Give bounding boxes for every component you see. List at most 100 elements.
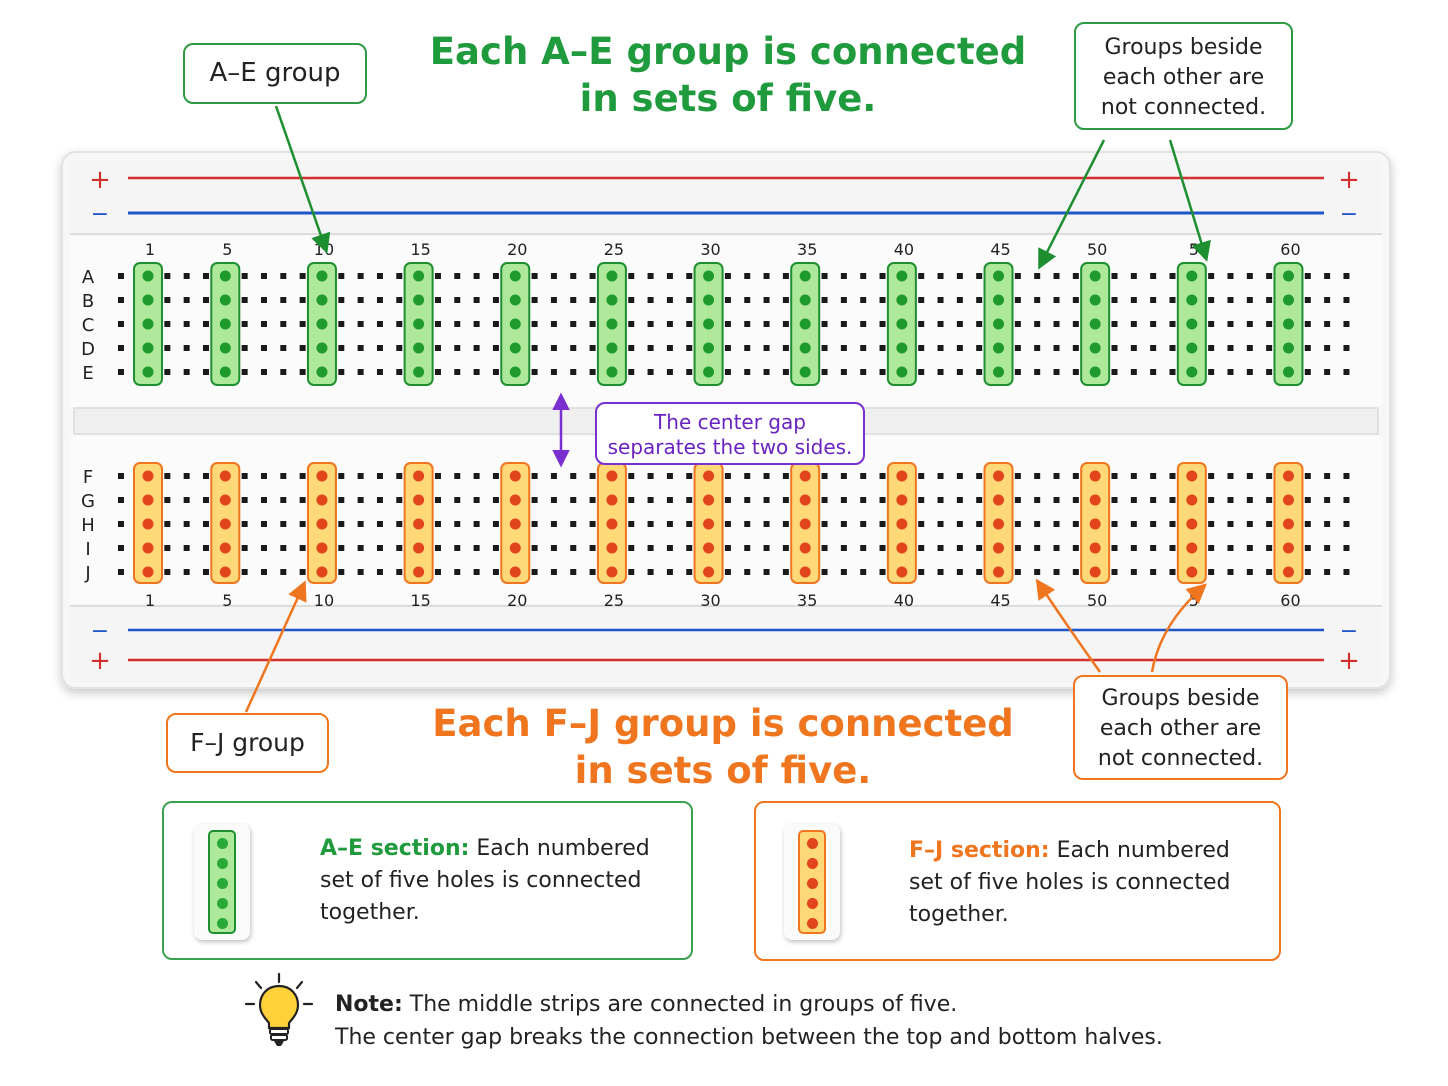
hole [570, 497, 577, 503]
hole [202, 321, 209, 327]
rail-minus-top-right: − [1340, 202, 1358, 227]
ae-hole [993, 342, 1005, 354]
hole [666, 569, 673, 575]
ae-hole [509, 318, 521, 330]
ae-hole [799, 270, 811, 282]
fj-hole [219, 494, 231, 506]
fj-hole [799, 494, 811, 506]
hole [647, 569, 654, 575]
top-power-rail-area [70, 160, 1382, 234]
hole [164, 273, 171, 279]
fj-hole [1089, 542, 1101, 554]
hole [1053, 345, 1060, 351]
hole [879, 369, 886, 375]
hole [1053, 321, 1060, 327]
hole [976, 521, 983, 527]
hole [1150, 345, 1157, 351]
hole [118, 321, 124, 327]
hole [434, 545, 441, 551]
hole [492, 521, 499, 527]
row-label: B [82, 291, 94, 312]
legend-hole [807, 838, 818, 849]
not-connected-top-callout: Groups beside each other are not connect… [1074, 22, 1293, 130]
hole [1324, 321, 1331, 327]
hole [1169, 273, 1176, 279]
hole [164, 345, 171, 351]
hole [357, 497, 364, 503]
hole [454, 545, 461, 551]
hole [840, 545, 847, 551]
hole [1266, 321, 1273, 327]
hole [1208, 545, 1215, 551]
ae-hole [142, 270, 154, 282]
hole [763, 569, 770, 575]
hole [724, 273, 731, 279]
hole [879, 545, 886, 551]
hole [763, 297, 770, 303]
fj-hole [1089, 470, 1101, 482]
ae-hole [896, 294, 908, 306]
hole [1034, 273, 1041, 279]
hole [118, 297, 124, 303]
hole [1208, 345, 1215, 351]
rail-minus-bottom-left: − [91, 619, 109, 644]
hole [260, 345, 267, 351]
hole [241, 473, 248, 479]
fj-hole [316, 542, 328, 554]
ae-hole [703, 342, 715, 354]
hole [763, 497, 770, 503]
hole [164, 369, 171, 375]
hole [724, 297, 731, 303]
hole [1324, 497, 1331, 503]
hole [299, 473, 306, 479]
hole [1246, 297, 1253, 303]
hole [860, 297, 867, 303]
hole [118, 369, 124, 375]
fj-hole [219, 566, 231, 578]
legend-strip [798, 830, 826, 934]
hole [570, 545, 577, 551]
hole [1034, 569, 1041, 575]
hole [1246, 369, 1253, 375]
hole [434, 345, 441, 351]
hole [299, 521, 306, 527]
hole [1266, 569, 1273, 575]
column-label: 15 [410, 240, 430, 259]
hole [376, 545, 383, 551]
column-label: 20 [507, 591, 527, 610]
hole [338, 569, 345, 575]
hole [531, 569, 538, 575]
hole [956, 273, 963, 279]
hole [744, 569, 751, 575]
hole [434, 273, 441, 279]
hole [918, 569, 925, 575]
hole [763, 545, 770, 551]
hole [1053, 273, 1060, 279]
hole [241, 521, 248, 527]
hole [724, 545, 731, 551]
fj-hole [993, 494, 1005, 506]
hole [1266, 473, 1273, 479]
row-label: D [81, 339, 95, 360]
hole [183, 321, 190, 327]
hole [280, 473, 287, 479]
ae-hole [413, 294, 425, 306]
hole [1324, 345, 1331, 351]
fj-hole [703, 542, 715, 554]
hole [118, 545, 124, 551]
hole [376, 273, 383, 279]
hole [589, 497, 596, 503]
hole [628, 521, 635, 527]
hole [473, 345, 480, 351]
hole [570, 369, 577, 375]
hole [357, 273, 364, 279]
hole [628, 297, 635, 303]
ae-hole [1089, 294, 1101, 306]
fj-hole [896, 566, 908, 578]
hole [1208, 369, 1215, 375]
column-label: 45 [990, 240, 1010, 259]
fj-title-line2: in sets of five. [574, 749, 872, 792]
hole [434, 297, 441, 303]
hole [1130, 345, 1137, 351]
hole [686, 369, 693, 375]
